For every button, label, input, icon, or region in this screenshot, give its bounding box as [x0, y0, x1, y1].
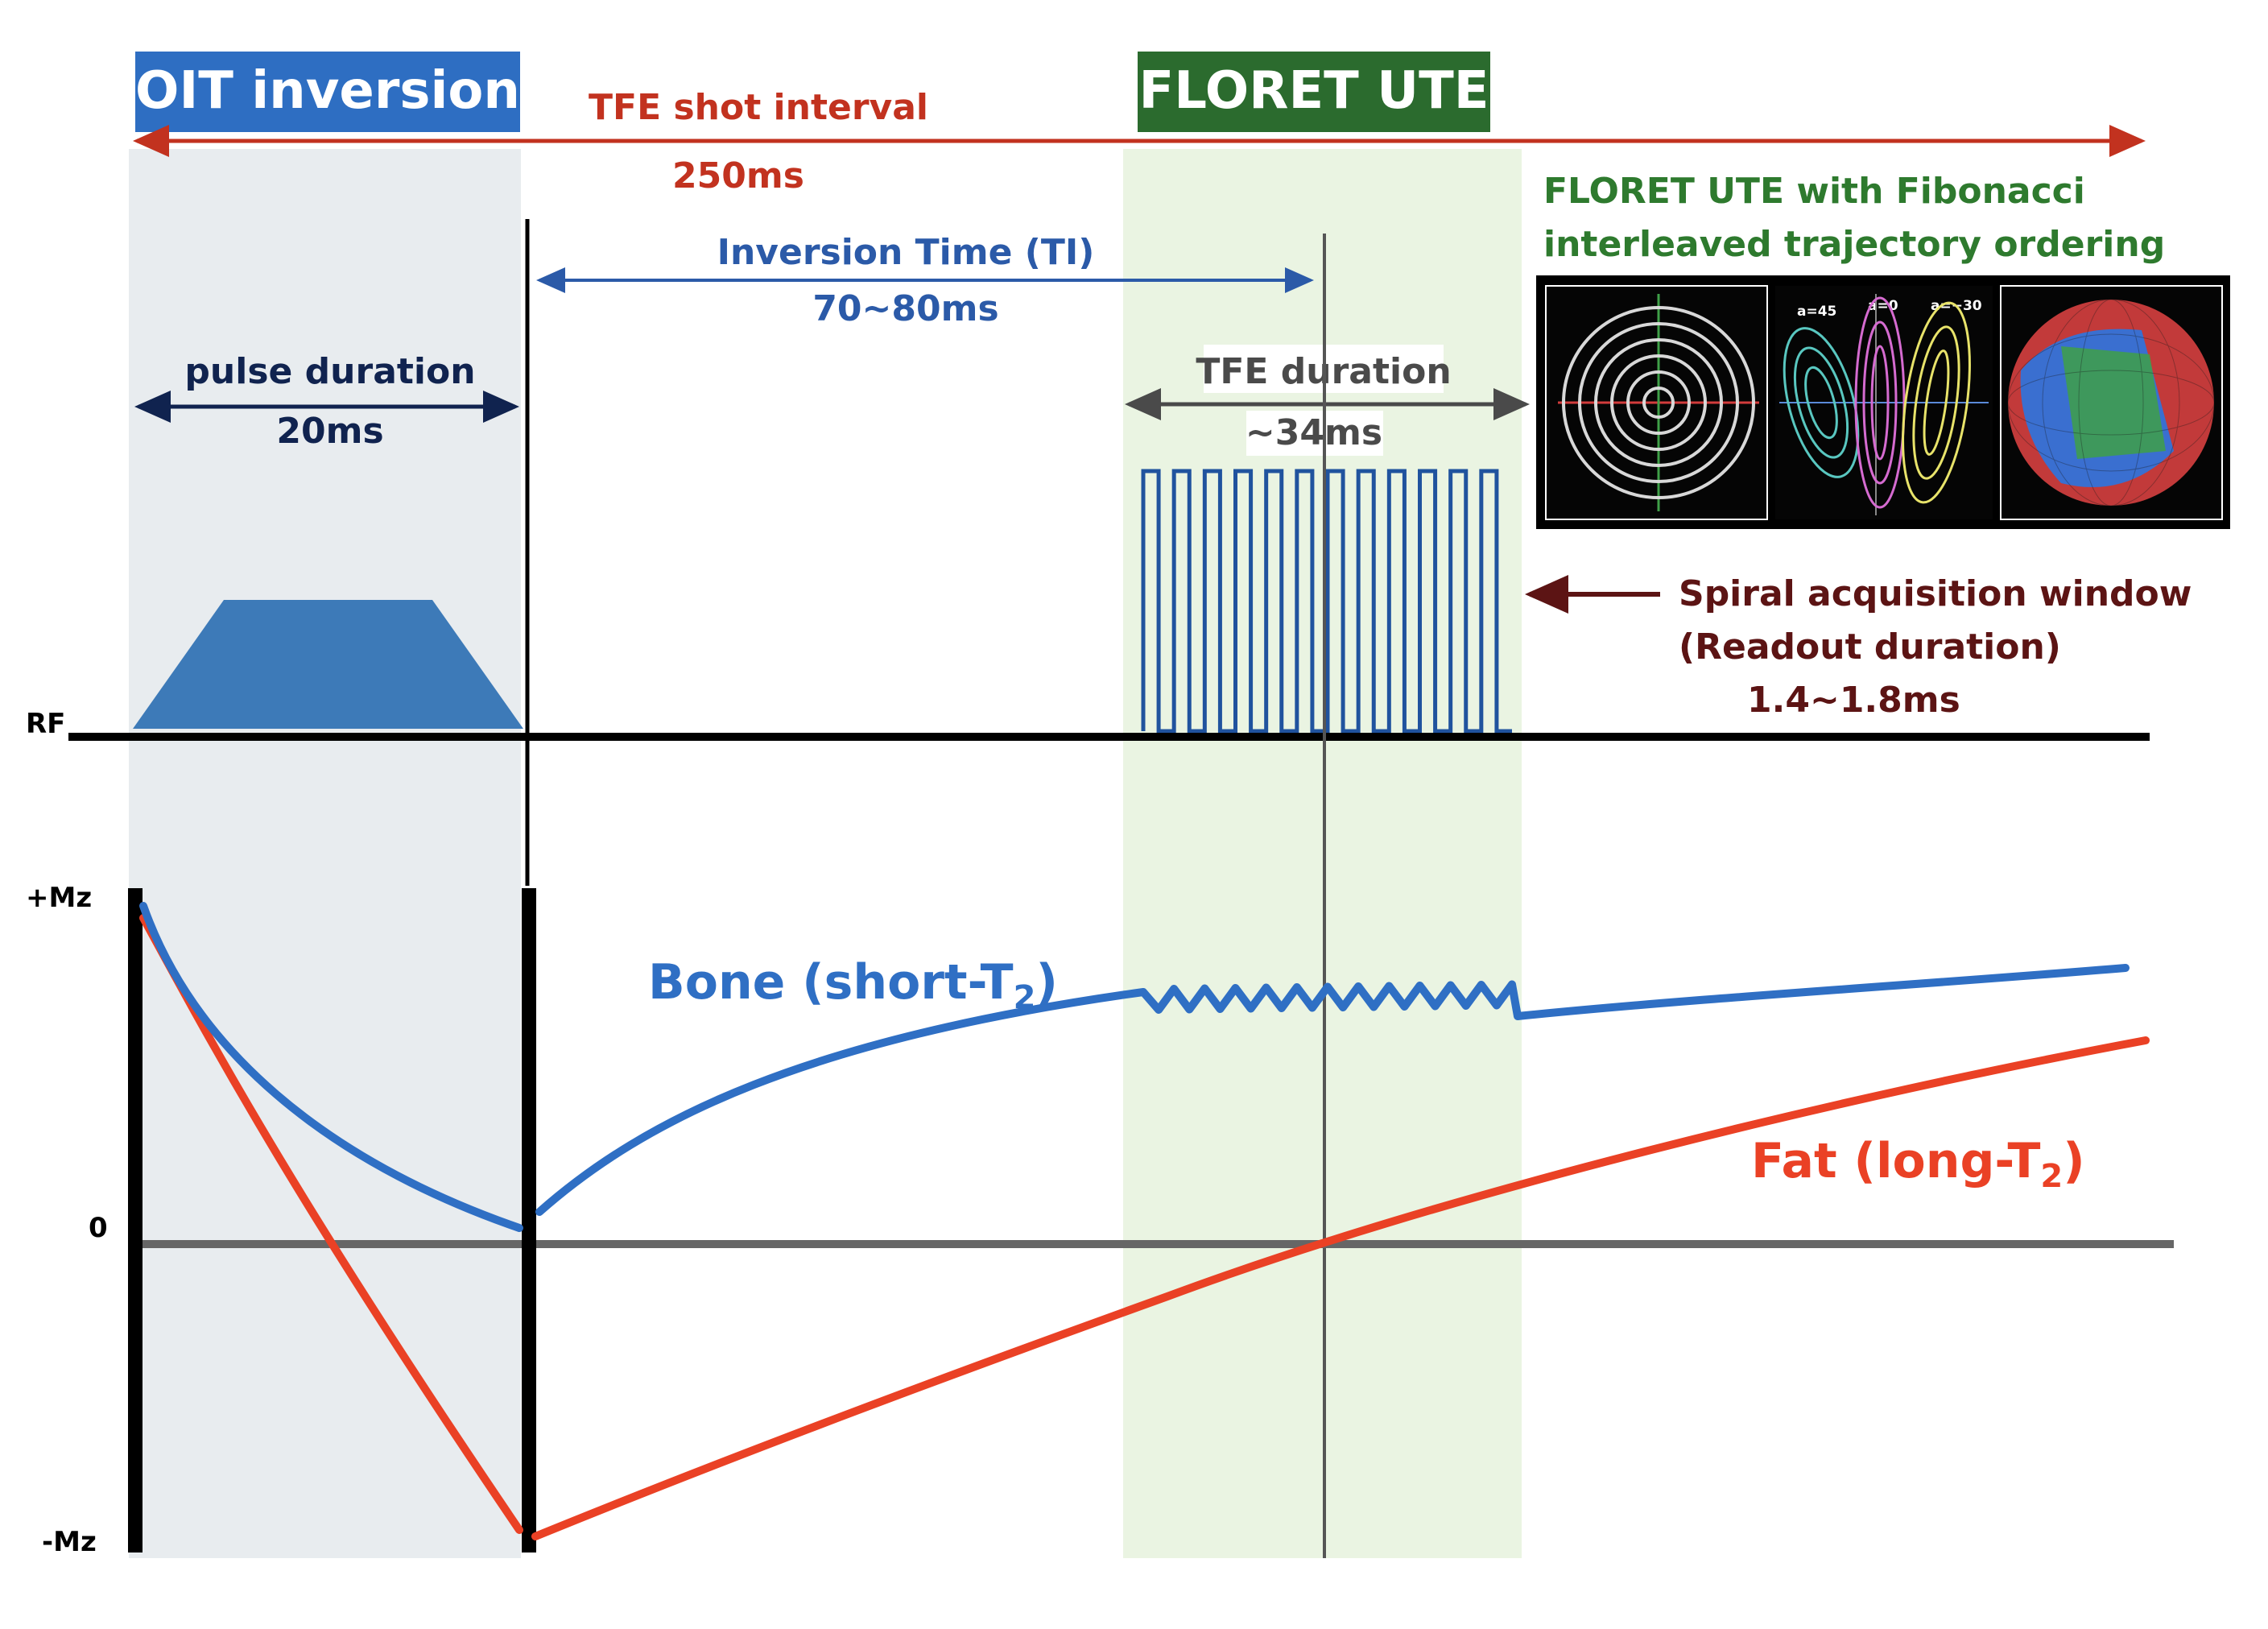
spiral-cones-panel: a=45 a=0 a=−30 [1775, 286, 1993, 519]
spiral-window-line1: Spiral acquisition window [1679, 573, 2192, 614]
floret-trajectory-inset: a=45 a=0 a=−30 [1536, 275, 2230, 529]
rf-axis-label: RF [26, 708, 65, 740]
bone-curve-label: Bone (short-T2) [648, 954, 1058, 1016]
floret-header: FLORET UTE [1139, 61, 1489, 121]
pulse-duration-value: 20ms [276, 411, 383, 452]
floret-caption-line2: interleaved trajectory ordering [1543, 224, 2165, 265]
floret-header-box [1138, 52, 1490, 132]
inset-label-a0: a=0 [1868, 298, 1898, 314]
rf-inversion-pulse [133, 600, 523, 729]
zero-label: 0 [89, 1212, 108, 1244]
oit-region [129, 149, 521, 1558]
spiral-window-line3: 1.4~1.8ms [1747, 680, 1960, 721]
spiral-2d-panel [1545, 285, 1768, 520]
shot-interval-label: TFE shot interval [589, 87, 928, 128]
spiral-readout-train [1141, 469, 1512, 734]
floret-caption-line1: FLORET UTE with Fibonacci [1543, 171, 2085, 212]
sphere-panel [2000, 285, 2223, 520]
fat-curve-label: Fat (long-T2) [1751, 1133, 2085, 1195]
spiral-window-line2: (Readout duration) [1679, 626, 2061, 668]
inversion-time-value: 70~80ms [812, 288, 998, 329]
tfe-duration-value-bg [1246, 411, 1383, 456]
oit-header-box [135, 52, 520, 132]
bone-curve [139, 902, 2130, 1232]
inversion-time-label: Inversion Time (TI) [717, 232, 1095, 273]
oit-header: OIT inversion [135, 61, 520, 121]
plus-mz-label: +Mz [26, 882, 92, 914]
shot-interval-value: 250ms [672, 155, 804, 196]
minus-mz-label: -Mz [42, 1526, 97, 1558]
inset-label-a45: a=45 [1797, 304, 1836, 320]
pulse-duration-label: pulse duration [184, 351, 475, 392]
tfe-duration-value: ~34ms [1246, 412, 1382, 453]
